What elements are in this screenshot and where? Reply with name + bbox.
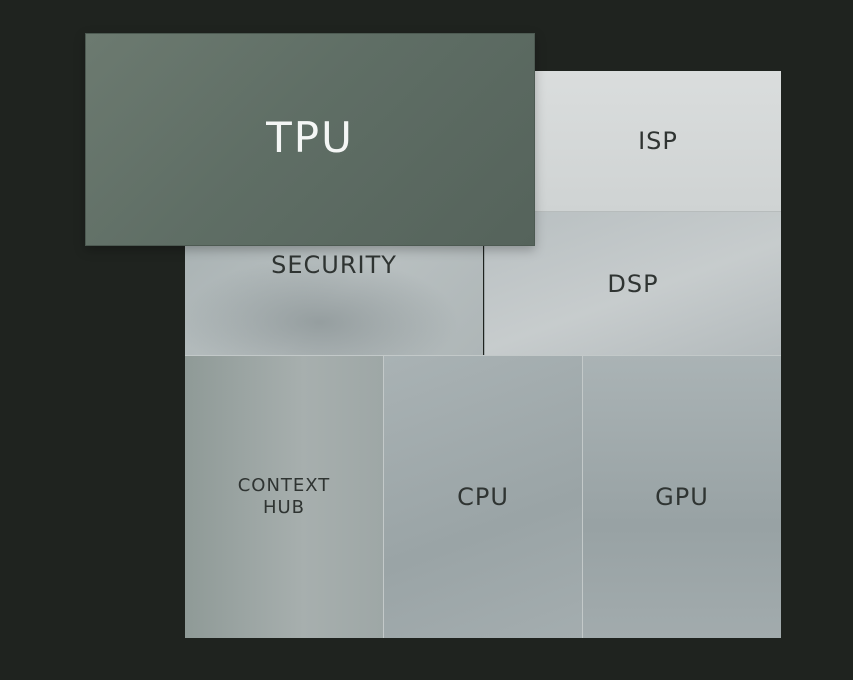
cpu-label: CPU: [457, 483, 509, 511]
context-hub-label-line-1: CONTEXT: [237, 475, 331, 496]
isp-block: ISP: [535, 71, 781, 212]
tpu-label: TPU: [266, 113, 354, 162]
isp-label: ISP: [638, 127, 678, 155]
gpu-block: GPU: [583, 355, 781, 638]
security-label: SECURITY: [271, 250, 397, 279]
security-block: SECURITY: [185, 246, 483, 355]
tpu-block: TPU: [85, 33, 535, 246]
cpu-block: CPU: [384, 355, 583, 638]
gpu-label: GPU: [655, 483, 709, 511]
dsp-label: DSP: [607, 269, 659, 298]
context-hub-block: CONTEXT HUB: [185, 355, 384, 638]
context-hub-label-line-2: HUB: [262, 497, 306, 518]
